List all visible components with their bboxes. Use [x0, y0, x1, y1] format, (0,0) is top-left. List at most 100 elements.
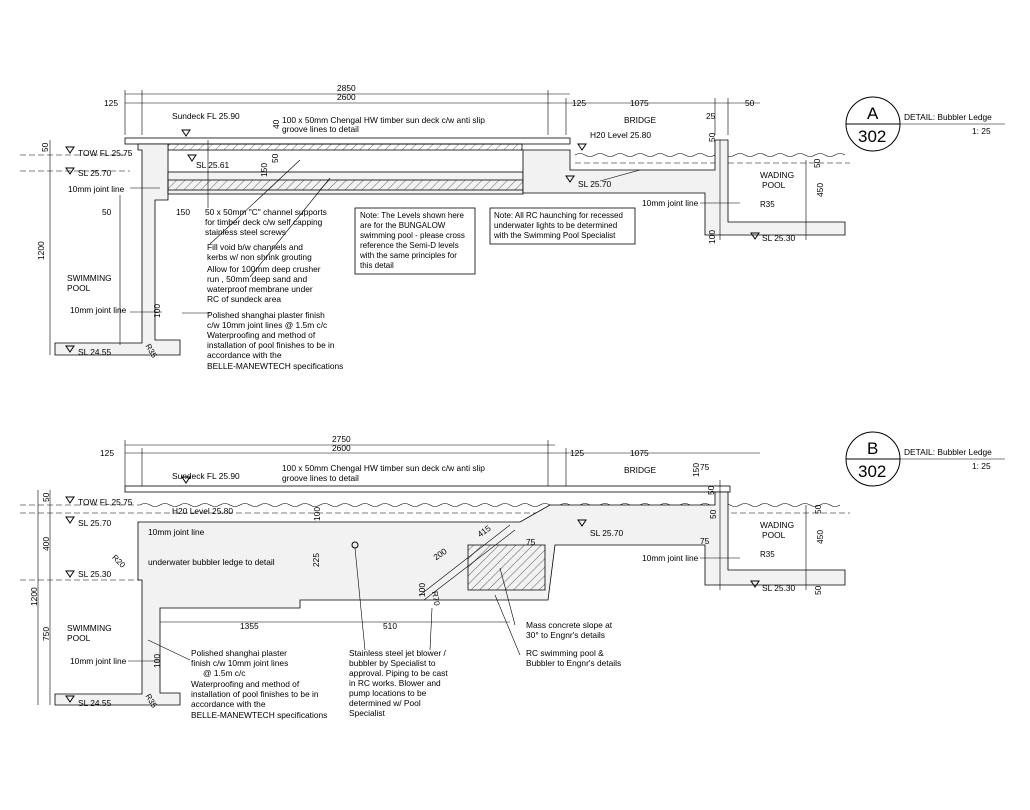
label-sl2570: SL 25.70 [78, 168, 112, 178]
dim-left: 125 [104, 98, 118, 108]
dim-wp450: 450 [815, 183, 825, 197]
label-swim2-b: POOL [67, 633, 91, 643]
label-pol2: c/w 10mm joint lines @ 1.5m c/c [207, 320, 327, 330]
dim-v225-b: 225 [311, 553, 321, 567]
detail-scale-b: 1: 25 [972, 461, 991, 471]
label-joint2: 10mm joint line [642, 198, 699, 208]
detail-a: 2850 2600 125 125 1075 25 50 40 50 150 5… [20, 83, 1005, 371]
dim-r25: 25 [706, 111, 716, 121]
bridge-slab-a [522, 139, 846, 236]
dim-s40: 40 [271, 119, 281, 129]
note-levels-2: are for the BUNGALOW [360, 221, 446, 230]
note-haunch-3: with the Swimming Pool Specialist [493, 231, 616, 240]
dim-inner: 2600 [337, 92, 356, 102]
water-line-right [574, 153, 850, 164]
note-levels-6: this detail [360, 261, 394, 270]
dim-h1355-b: 1355 [240, 621, 259, 631]
dim-s150: 150 [259, 163, 269, 177]
detail-b: 2750 2600 125 125 1075 75 150 50 50 400 … [20, 431, 1005, 720]
callout-letter-b: B [867, 439, 878, 458]
label-p3-b: @ 1.5m c/c [203, 668, 245, 678]
dim-r150-b: 150 [691, 463, 701, 477]
label-ledge-b: underwater bubbler ledge to detail [148, 557, 275, 567]
label-wading2: POOL [762, 180, 786, 190]
label-r35: R35 [760, 200, 775, 209]
dim-h510-b: 510 [383, 621, 397, 631]
label-timber2: groove lines to detail [282, 124, 359, 134]
detail-title-b: DETAIL: Bubbler Ledge [904, 447, 992, 457]
detail-title-a: DETAIL: Bubbler Ledge [904, 112, 992, 122]
dim-wp50: 50 [707, 132, 717, 142]
dim-inner-b: 2600 [332, 443, 351, 453]
label-swim2: POOL [67, 283, 91, 293]
label-sl2455: SL 24.55 [78, 347, 112, 357]
pool-wall-a [54, 143, 181, 356]
label-rc1-b: RC swimming pool & [526, 648, 604, 658]
detail-scale-a: 1: 25 [972, 126, 991, 136]
note-levels-1: Note: The Levels shown here [360, 211, 464, 220]
dim-r50: 50 [745, 98, 755, 108]
dim-bridge: 1075 [630, 98, 649, 108]
label-swim-b: SWIMMING [67, 623, 112, 633]
label-fill2: kerbs w/ non shrink grouting [207, 252, 312, 262]
dim-l400-b: 400 [41, 537, 51, 551]
callout-sheet-a: 302 [858, 127, 886, 146]
dim-v100b-b: 100 [417, 583, 427, 597]
dim-wp50b: 50 [812, 158, 822, 168]
label-wading: WADING [760, 170, 794, 180]
dimensions-top-a [124, 90, 760, 135]
label-p1-b: Polished shanghai plaster [191, 648, 287, 658]
timber-deck-b [124, 485, 731, 493]
note-haunch-2: underwater lights to be determined [494, 221, 617, 230]
label-timber: 100 x 50mm Chengal HW timber sun deck c/… [282, 115, 485, 125]
label-s3-b: approval. Piping to be cast [349, 668, 448, 678]
label-al1: Allow for 100mm deep crusher [207, 264, 321, 274]
label-p2-b: finish c/w 10mm joint lines [191, 658, 288, 668]
water-line-left [20, 154, 130, 172]
crusher-run [167, 179, 524, 191]
note-levels-3: swimming pool - please cross [360, 231, 465, 240]
dim-v100c-b: 100 [152, 654, 162, 668]
level-markers-b [65, 476, 760, 703]
dim-right-b: 125 [570, 448, 584, 458]
leaders-b [128, 547, 740, 662]
label-timber-b: 100 x 50mm Chengal HW timber sun deck c/… [282, 463, 485, 473]
dim-l50-b: 50 [41, 492, 51, 502]
deck-kerb [167, 143, 523, 151]
dim-wp50c-b: 50 [813, 585, 823, 595]
label-s4-b: in RC works. Blower and [349, 678, 441, 688]
dim-wp100: 100 [707, 230, 717, 244]
dim-left1200: 1200 [36, 241, 46, 260]
dim-r75-b: 75 [700, 462, 710, 472]
note-haunching-box [489, 207, 636, 245]
label-pol3: Waterproofing and method of [207, 330, 316, 340]
label-sundeck: Sundeck FL 25.90 [172, 111, 240, 121]
level-markers-a [65, 129, 760, 353]
label-sundeck-b: Sundeck FL 25.90 [172, 471, 240, 481]
label-r70-b: R70 [430, 590, 442, 607]
dimensions-top-b [124, 440, 760, 486]
callout-a [845, 96, 1005, 152]
note-haunch-1: Note: All RC haunching for recessed [494, 211, 623, 220]
label-joint2-b: 10mm joint line [642, 553, 699, 563]
label-joint1-b: 10mm joint line [148, 527, 205, 537]
label-joint1: 10mm joint line [68, 184, 125, 194]
label-s6-b: determined w/ Pool [349, 698, 421, 708]
label-s7-b: Specialist [349, 708, 386, 718]
label-p4-b: Waterproofing and method of [191, 679, 300, 689]
label-p6-b: accordance with the [191, 699, 266, 709]
dimensions-left-a [49, 140, 807, 355]
label-wading2-b: POOL [762, 530, 786, 540]
label-pol4: installation of pool finishes to be in [207, 340, 335, 350]
dim-left-b: 125 [100, 448, 114, 458]
label-al3: waterproof membrane under [206, 284, 313, 294]
label-s2-b: bubbler by Specialist to [349, 658, 436, 668]
label-joint3-b: 10mm joint line [70, 656, 127, 666]
label-tow-b: TOW FL 25.75 [78, 497, 133, 507]
label-rc2-b: Bubbler to Engnr's details [526, 658, 621, 668]
dim-overall-b: 2750 [332, 434, 351, 444]
dim-bridge-b: 1075 [630, 448, 649, 458]
label-bridge: BRIDGE [624, 115, 657, 125]
label-h20-b: H20 Level 25.80 [172, 506, 233, 516]
